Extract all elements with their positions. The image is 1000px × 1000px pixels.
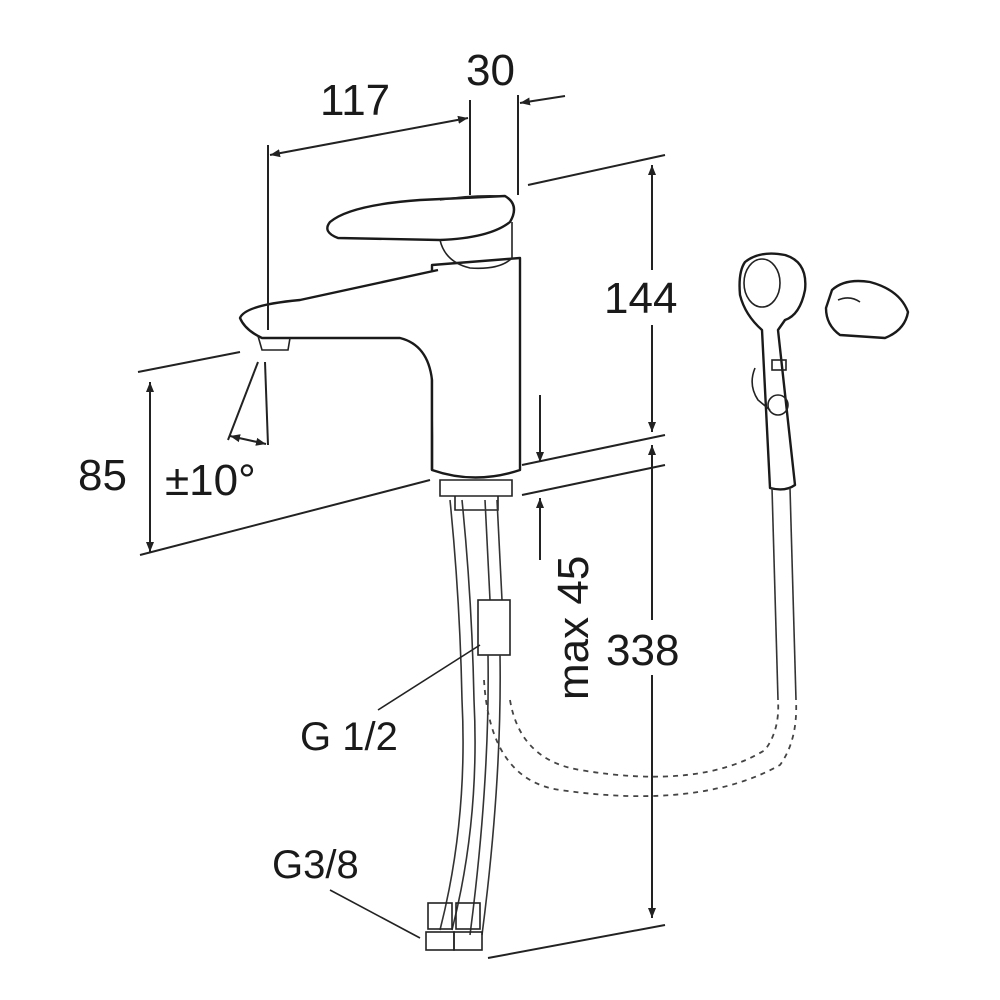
supply-hoses — [425, 499, 511, 951]
dimension-max-thickness: max 45 — [536, 395, 598, 700]
countertop-underside — [521, 464, 666, 496]
shower-hose-path — [483, 679, 798, 798]
dimension-swivel: ±10° — [165, 361, 269, 505]
dimension-spout-height-label: 85 — [78, 451, 127, 500]
dimension-hose-length-label: 338 — [606, 626, 679, 675]
hand-shower — [738, 252, 910, 701]
countertop-line — [521, 434, 666, 466]
dimension-hose-length: 338 — [487, 445, 679, 959]
thread-outlet-label: G 1/2 — [300, 715, 398, 759]
dimension-swivel-label: ±10° — [165, 456, 256, 505]
shower-hose-path-inner — [509, 699, 780, 778]
dimension-lever-height-label: 144 — [604, 274, 677, 323]
dimension-max-thickness-label: max 45 — [549, 556, 598, 700]
dimension-lever-offset: 30 — [466, 46, 566, 195]
dimension-lever-height: 144 — [527, 154, 677, 432]
thread-inlet: G3/8 — [272, 843, 421, 939]
thread-outlet: G 1/2 — [300, 644, 481, 759]
thread-inlet-label: G3/8 — [272, 843, 359, 887]
faucet-body — [238, 194, 522, 511]
dimension-lever-offset-label: 30 — [466, 46, 515, 95]
dimension-spout-reach-label: 117 — [320, 76, 390, 125]
dimension-spout-reach: 117 — [267, 76, 471, 330]
dimension-spout-height: 85 — [78, 351, 431, 556]
